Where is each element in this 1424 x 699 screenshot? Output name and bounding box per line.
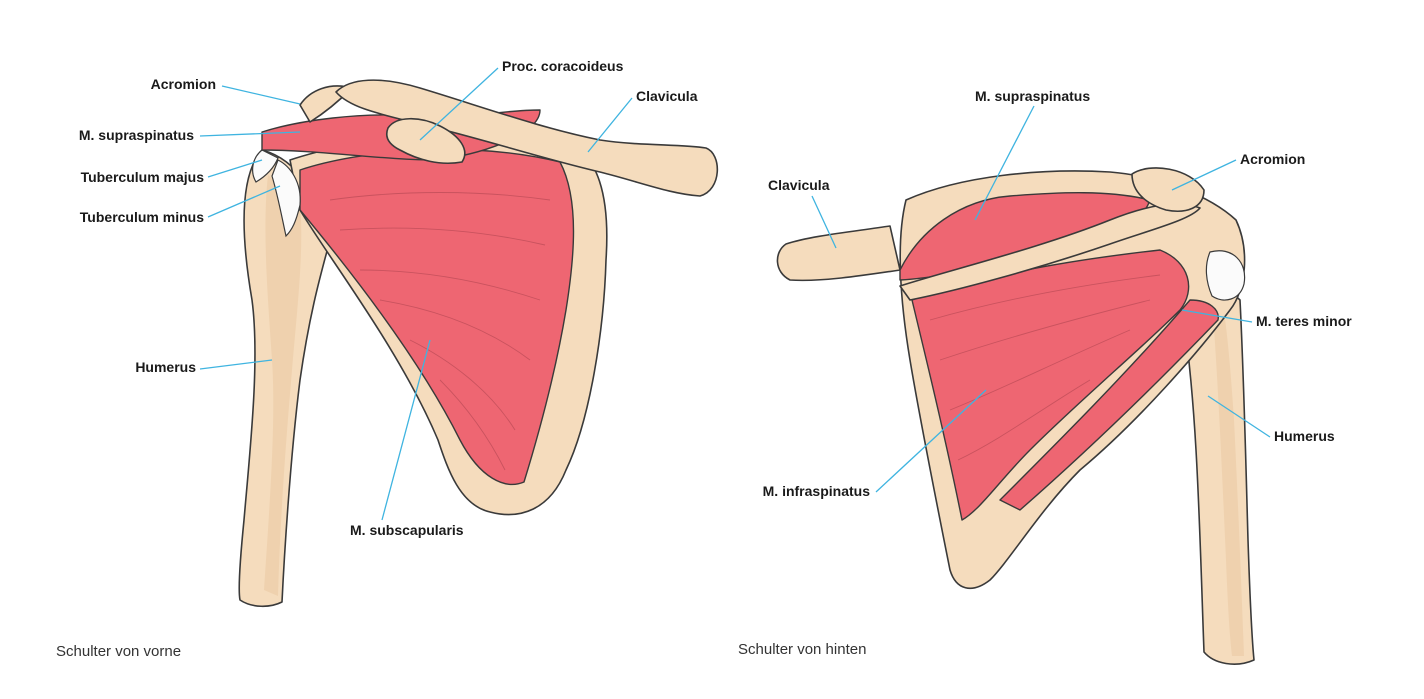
back-clavicula-bone: [777, 226, 900, 280]
front-label-clavicula: Clavicula: [636, 88, 698, 104]
back-label-clavicula: Clavicula: [768, 177, 830, 193]
front-label-humerus: Humerus: [135, 359, 196, 375]
back-label-humerus: Humerus: [1274, 428, 1335, 444]
front-label-acromion: Acromion: [151, 76, 216, 92]
front-view: [239, 80, 717, 606]
front-label-proc-coracoideus: Proc. coracoideus: [502, 58, 624, 74]
front-label-tuberculum-minus: Tuberculum minus: [80, 209, 204, 225]
back-caption: Schulter von hinten: [738, 641, 866, 658]
front-label-tuberculum-majus: Tuberculum majus: [81, 169, 205, 185]
back-label-m-infraspinatus: M. infraspinatus: [763, 483, 871, 499]
front-label-m-subscapularis: M. subscapularis: [350, 522, 464, 538]
back-label-acromion: Acromion: [1240, 151, 1305, 167]
front-label-m-supraspinatus: M. supraspinatus: [79, 127, 194, 143]
back-view: [777, 168, 1254, 664]
front-caption: Schulter von vorne: [56, 643, 181, 660]
back-label-m-supraspinatus: M. supraspinatus: [975, 88, 1090, 104]
back-label-m-teres-minor: M. teres minor: [1256, 313, 1352, 329]
